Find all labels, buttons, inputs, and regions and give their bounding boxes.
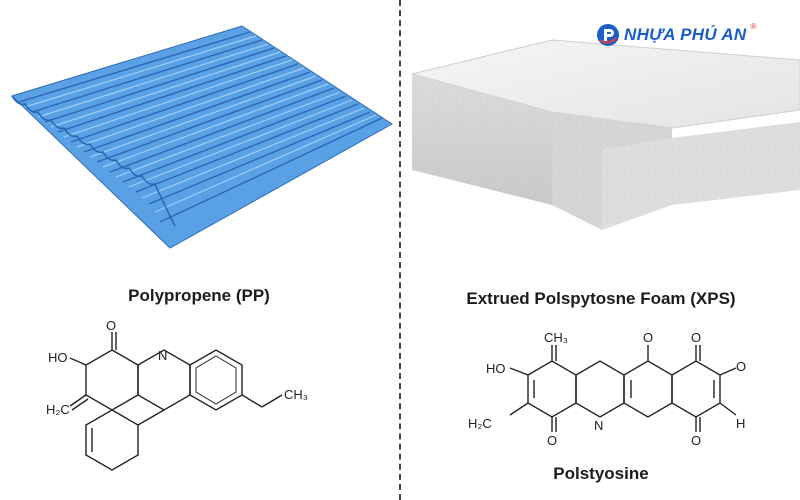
pp-label-n: N bbox=[158, 348, 167, 363]
corrugated-pp-sheet bbox=[11, 25, 393, 249]
xps-molecule-name: Polstyosine bbox=[553, 464, 649, 483]
xps-panel: NHỰA PHÚ AN ® Extrued Polspytosne Foam (… bbox=[402, 0, 800, 500]
xps-label-h2c: H₂C bbox=[468, 416, 492, 431]
brand-logo-icon bbox=[597, 24, 619, 46]
xps-label-o-top: O bbox=[643, 330, 653, 345]
xps-label-h: H bbox=[736, 416, 745, 431]
pp-label-h2c: H₂C bbox=[46, 402, 70, 417]
brand-registered-mark: ® bbox=[750, 22, 757, 31]
xps-structural-formula: CH₃ HO O O O N H₂C O O H bbox=[468, 330, 746, 448]
xps-label-ho: HO bbox=[486, 361, 506, 376]
brand-name: NHỰA PHÚ AN bbox=[624, 25, 747, 44]
xps-label-o-right: O bbox=[736, 359, 746, 374]
xps-label-o-bottom-left: O bbox=[547, 433, 557, 448]
xps-caption: Extrued Polspytosne Foam (XPS) bbox=[466, 289, 736, 308]
dashed-divider bbox=[399, 0, 401, 500]
pp-caption: Polypropene (PP) bbox=[128, 286, 270, 305]
pp-panel: Polypropene (PP) bbox=[0, 0, 398, 500]
brand-logo: NHỰA PHÚ AN ® bbox=[596, 22, 756, 48]
pp-structural-formula: O HO N H₂C CH₃ bbox=[46, 320, 308, 471]
pp-label-ho: HO bbox=[48, 350, 68, 365]
xps-label-o-bottom-right: O bbox=[691, 433, 701, 448]
xps-label-ch3: CH₃ bbox=[544, 330, 568, 345]
pp-label-o: O bbox=[106, 320, 116, 333]
xps-foam-block bbox=[411, 39, 800, 230]
xps-label-n: N bbox=[594, 418, 603, 433]
xps-label-o-top-right: O bbox=[691, 330, 701, 345]
pp-label-ch3: CH₃ bbox=[284, 387, 308, 402]
